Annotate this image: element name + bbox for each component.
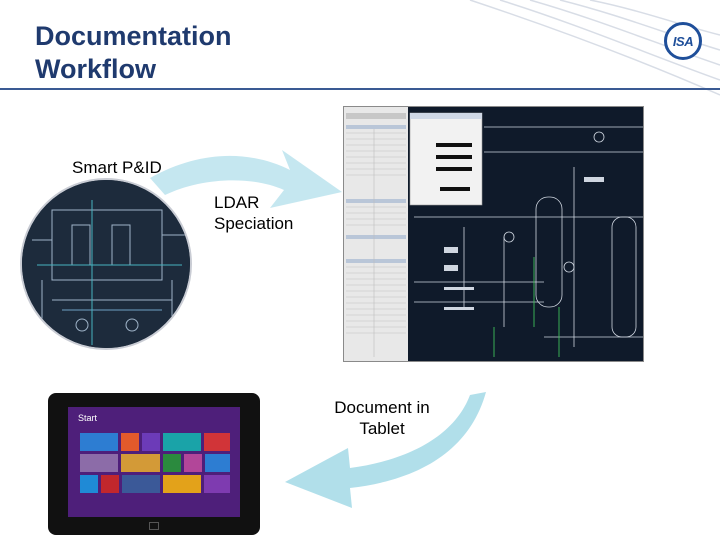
ldar-line-2: Speciation [214,214,294,233]
logo-text: ISA [672,33,694,49]
start-tiles-graphic [80,433,230,493]
title-line-2: Workflow [35,54,156,84]
ldar-line-1: LDAR [214,193,260,212]
pid-diagram-graphic [22,180,190,348]
isa-logo: ISA [664,22,702,60]
decorative-swoosh [469,0,720,96]
doc-line-2: Tablet [359,419,405,438]
arrow-to-cad-icon [150,150,342,208]
tablet-start-label: Start [78,413,98,423]
tablet-screen: Start [68,407,240,517]
pid-zoom-circle [20,178,192,350]
tablet-device: Start [48,393,260,535]
document-tablet-label: Document in Tablet [322,397,442,439]
slide-title: Documentation Workflow [35,20,232,86]
header-divider [0,88,720,90]
cad-drawing-graphic [344,107,643,361]
cad-screenshot [343,106,644,362]
doc-line-1: Document in [334,398,430,417]
title-line-1: Documentation [35,21,232,51]
arrow-to-tablet-icon [285,392,486,508]
smart-pid-label: Smart P&ID [72,158,162,177]
ldar-speciation-label: LDAR Speciation [214,192,293,234]
tablet-home-button [149,522,159,530]
